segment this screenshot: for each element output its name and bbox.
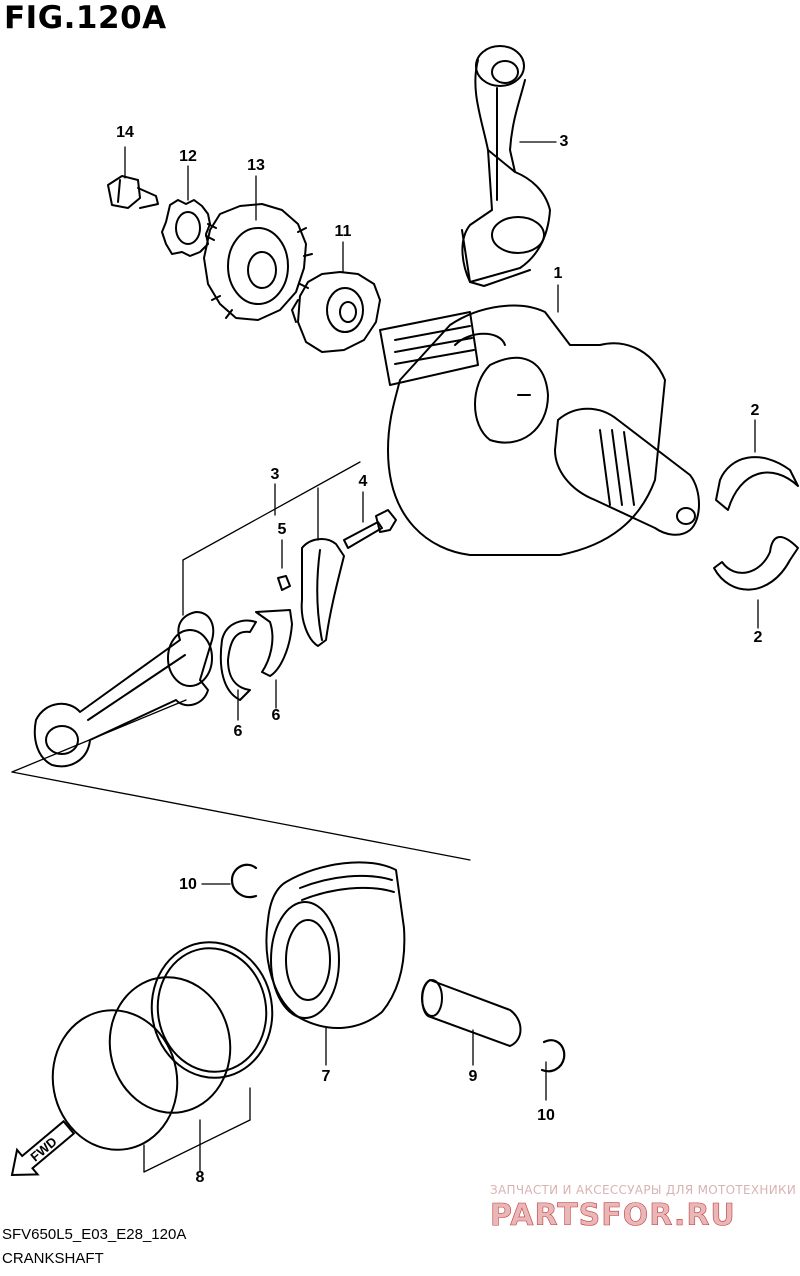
callout-2-upper: 2 <box>750 402 760 419</box>
callout-12: 12 <box>179 148 197 165</box>
gear-13 <box>203 203 313 321</box>
piston-ring-oil <box>51 1009 179 1151</box>
callout-11: 11 <box>334 223 352 240</box>
callout-13: 13 <box>247 157 265 174</box>
callout-6-right: 6 <box>271 707 281 724</box>
rod-bearing-b <box>255 609 293 677</box>
piston-pin-9 <box>421 979 522 1047</box>
callout-8: 8 <box>195 1169 205 1186</box>
cap-bolt-4 <box>343 509 397 549</box>
gear-12 <box>161 199 211 257</box>
callout-6-left: 6 <box>233 723 243 740</box>
piston-ring-top <box>150 941 274 1079</box>
callout-10-left: 10 <box>179 876 197 893</box>
circlip-10-right <box>540 1039 566 1073</box>
figure-name: CRANKSHAFT <box>2 1250 104 1267</box>
callout-9: 9 <box>468 1068 478 1085</box>
connecting-rod-upper <box>461 45 551 287</box>
leader-lines <box>11 141 759 1173</box>
rod-bearing-a <box>219 619 257 701</box>
figure-code: SFV650L5_E03_E28_120A <box>2 1226 187 1243</box>
crankshaft <box>379 304 700 556</box>
connecting-rod-lower <box>33 611 215 768</box>
bolt-14 <box>107 175 159 209</box>
piston-7 <box>265 861 406 1029</box>
gear-11 <box>291 271 381 353</box>
circlip-10-left <box>230 863 258 899</box>
callout-5: 5 <box>277 521 287 538</box>
callout-4: 4 <box>358 473 368 490</box>
callout-7: 7 <box>321 1068 331 1085</box>
crank-bearing-lower <box>713 536 799 591</box>
callout-14: 14 <box>116 124 134 141</box>
watermark-logo-text: PARTSFOR.RU <box>490 1198 736 1233</box>
callout-3-lower: 3 <box>270 466 280 483</box>
callout-3-upper: 3 <box>559 133 569 150</box>
callout-1: 1 <box>553 265 563 282</box>
piston-ring-second <box>108 976 232 1114</box>
rod-cap-lower <box>300 538 345 647</box>
crank-bearing-upper <box>715 456 799 511</box>
callout-10-right: 10 <box>537 1107 555 1124</box>
watermark-tagline: ЗАПЧАСТИ И АКСЕССУАРЫ ДЛЯ МОТОТЕХНИКИ <box>490 1183 797 1197</box>
watermark-logo: PARTSFOR.RU <box>490 1198 736 1234</box>
callout-2-lower: 2 <box>753 629 763 646</box>
figure-title: FIG.120A <box>4 0 167 36</box>
dowel-pin-5 <box>277 575 291 591</box>
